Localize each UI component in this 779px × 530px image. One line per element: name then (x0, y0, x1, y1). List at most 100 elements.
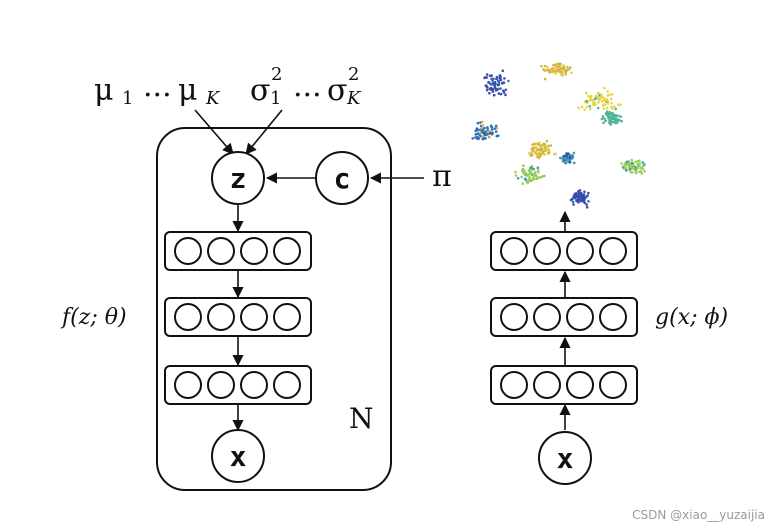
scatter-point (530, 166, 533, 169)
encoder-layer-2 (490, 297, 638, 337)
scatter-point (634, 160, 637, 164)
scatter-point (499, 76, 502, 79)
plate-label: N (349, 402, 374, 435)
mu-last: μ (178, 73, 198, 108)
scatter-point (493, 82, 497, 86)
scatter-point (547, 144, 550, 148)
encoder-network (490, 210, 638, 430)
scatter-point (625, 168, 628, 172)
scatter-point (632, 164, 635, 167)
scatter-point (582, 196, 586, 199)
scatter-point (488, 74, 492, 78)
scatter-point (572, 151, 576, 155)
scatter-point (536, 166, 540, 169)
plate-box (156, 127, 392, 491)
scatter-point (638, 170, 641, 174)
scatter-point (504, 93, 507, 97)
scatter-point (484, 84, 488, 88)
mu-first: μ (94, 73, 114, 108)
scatter-point (605, 106, 609, 110)
scatter-point (489, 124, 493, 128)
scatter-point (497, 92, 501, 95)
scatter-point (532, 167, 535, 171)
cluster-c-label: c (334, 162, 351, 195)
scatter-point (606, 102, 610, 105)
scatter-point (602, 121, 605, 125)
decoder-network (164, 205, 312, 432)
scatter-point (555, 62, 559, 66)
scatter-point (489, 131, 493, 135)
scatter-point (572, 203, 575, 206)
scatter-point (605, 113, 608, 116)
scatter-point (569, 66, 572, 69)
scatter-point (609, 117, 613, 121)
scatter-point (481, 120, 484, 124)
scatter-point (514, 174, 518, 177)
scatter-point (581, 193, 584, 197)
scatter-point (536, 155, 539, 158)
latent-z-node (211, 151, 265, 205)
scatter-point (606, 111, 610, 114)
scatter-point (544, 145, 548, 148)
scatter-point (540, 64, 543, 68)
scatter-point (548, 151, 551, 154)
observed-x-node (211, 429, 265, 483)
scatter-point (640, 166, 643, 170)
scatter-point (596, 92, 600, 96)
scatter-point (569, 155, 572, 159)
scatter-point (484, 76, 487, 79)
scatter-point (571, 200, 575, 204)
scatter-point (585, 105, 589, 109)
input-x-label: x (557, 442, 574, 475)
scatter-point (577, 106, 580, 110)
scatter-point (496, 83, 500, 86)
scatter-point (496, 134, 500, 137)
embedding-scatter (471, 62, 646, 209)
scatter-point (538, 152, 541, 156)
sigma-last-subscript: K (346, 88, 362, 109)
scatter-point (585, 206, 589, 209)
scatter-point (545, 139, 549, 143)
scatter-point (531, 176, 535, 179)
scatter-point (608, 93, 611, 96)
scatter-point (522, 172, 526, 175)
scatter-point (494, 124, 498, 128)
scatter-point (560, 73, 563, 76)
scatter-point (557, 65, 560, 68)
scatter-point (627, 162, 630, 166)
scatter-point (485, 73, 489, 76)
scatter-point (596, 96, 600, 100)
scatter-point (600, 117, 604, 121)
scatter-point (479, 134, 482, 138)
scatter-point (537, 142, 540, 146)
scatter-point (615, 121, 618, 124)
scatter-point (474, 136, 477, 139)
scatter-point (529, 171, 532, 175)
scatter-point (575, 193, 578, 196)
scatter-point (490, 128, 494, 131)
scatter-cluster (514, 164, 546, 185)
scatter-point (535, 145, 538, 149)
scatter-point (578, 198, 582, 202)
scatter-point (587, 94, 590, 98)
scatter-point (531, 148, 534, 151)
scatter-point (516, 176, 520, 180)
scatter-point (564, 73, 568, 76)
scatter-point (585, 203, 588, 206)
scatter-point (631, 171, 634, 174)
scatter-point (538, 176, 542, 179)
scatter-point (635, 166, 639, 170)
scatter-point (575, 195, 578, 199)
mu-first-subscript: 1 (122, 88, 133, 109)
scatter-point (586, 194, 589, 197)
decoder-layer-2 (164, 297, 312, 337)
scatter-point (547, 69, 551, 72)
scatter-point (551, 70, 555, 73)
scatter-point (488, 91, 491, 95)
scatter-point (488, 135, 491, 139)
scatter-point (539, 147, 542, 151)
scatter-point (485, 88, 489, 92)
scatter-point (530, 178, 534, 182)
scatter-point (604, 119, 607, 123)
